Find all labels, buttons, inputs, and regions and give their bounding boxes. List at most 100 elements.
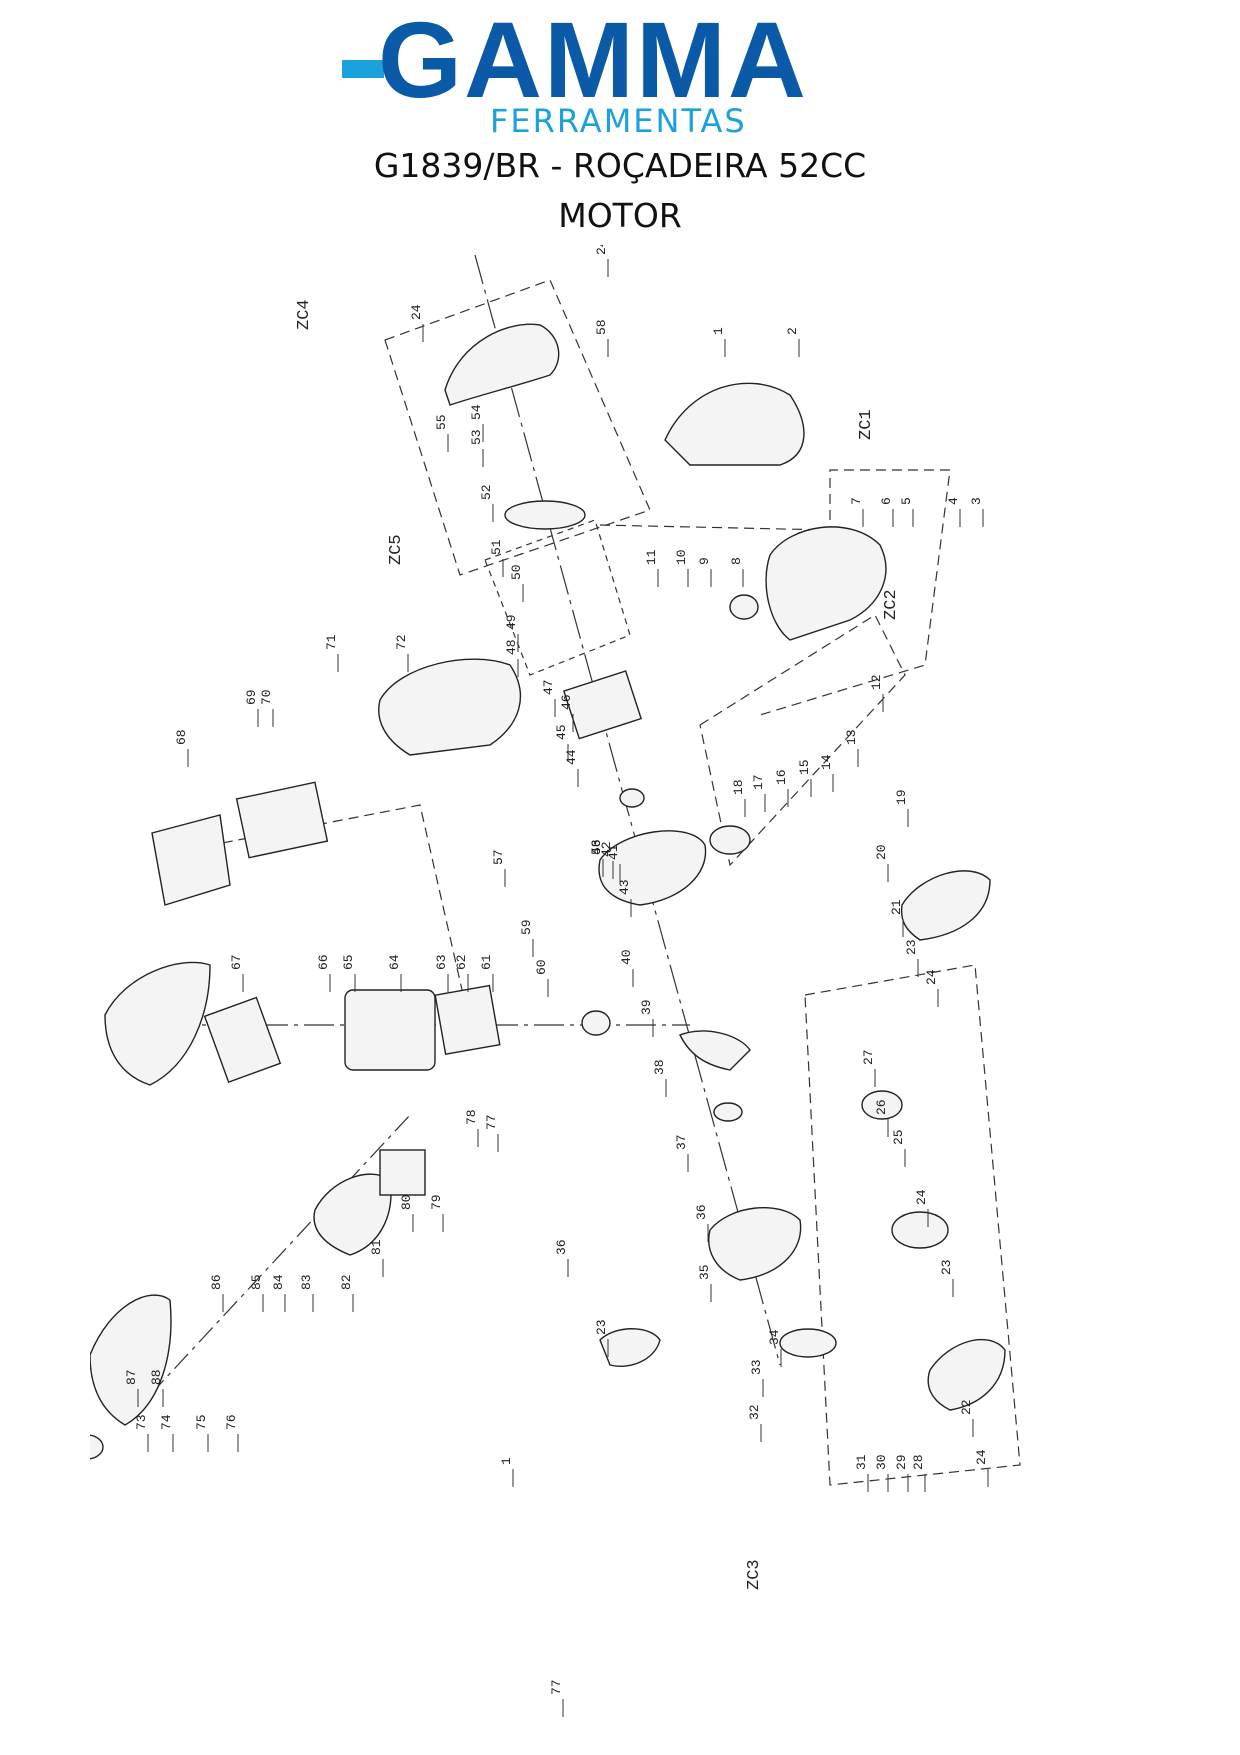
callout-72: 72 — [394, 634, 409, 672]
callout-77: 77 — [549, 1679, 564, 1717]
part-62-piston — [581, 1010, 611, 1036]
callout-number: 51 — [489, 539, 504, 555]
callout-35: 35 — [697, 1264, 712, 1302]
callout-67: 67 — [229, 954, 244, 992]
callout-32: 32 — [747, 1404, 762, 1442]
callout-number: 4 — [946, 497, 961, 505]
part-68-heat-shield — [151, 814, 231, 906]
callout-16: 16 — [774, 769, 789, 807]
callout-number: 47 — [541, 679, 556, 695]
callout-number: 33 — [749, 1359, 764, 1375]
callout-number: 36 — [694, 1204, 709, 1220]
callout-number: 31 — [854, 1454, 869, 1470]
callout-26: 26 — [874, 1099, 889, 1137]
part-89-throttle-handle — [599, 1328, 661, 1367]
callout-28: 28 — [911, 1454, 926, 1492]
callout-number: 2 — [785, 327, 800, 335]
zone-label-zc4: ZC4 — [295, 299, 314, 330]
callout-number: 43 — [617, 879, 632, 895]
callout-number: 6 — [879, 497, 894, 505]
part-35-flywheel — [779, 1328, 837, 1358]
part-44-crankcase — [598, 830, 707, 906]
header: GAMMA FERRAMENTAS G1839/BR - ROÇADEIRA 5… — [0, 0, 1240, 250]
part-19-recoil — [709, 825, 751, 855]
callout-number: 7 — [849, 497, 864, 505]
callout-57: 57 — [491, 849, 506, 887]
brand-tagline: FERRAMENTAS — [490, 102, 747, 140]
callout-70: 70 — [259, 689, 274, 727]
callout-23: 23 — [594, 1319, 609, 1357]
logo-accent-bar — [342, 60, 384, 78]
callout-number: 67 — [229, 954, 244, 970]
callout-8: 8 — [729, 557, 744, 587]
part-67-muffler — [203, 996, 282, 1084]
callout-5: 5 — [899, 497, 914, 527]
callout-number: 53 — [469, 429, 484, 445]
callout-number: 65 — [341, 954, 356, 970]
callout-85: 85 — [249, 1274, 264, 1312]
callout-number: 78 — [464, 1109, 479, 1125]
callout-number: 70 — [259, 689, 274, 705]
callout-36: 36 — [694, 1204, 709, 1242]
callout-number: 81 — [369, 1239, 384, 1255]
part-40-bearing — [713, 1102, 743, 1122]
callout-58: 58 — [594, 319, 609, 357]
callout-24: 24 — [409, 304, 424, 342]
callout-number: 44 — [564, 749, 579, 765]
callout-number: 55 — [434, 414, 449, 430]
callout-80: 80 — [399, 1194, 414, 1232]
callout-number: 69 — [244, 689, 259, 705]
callout-40: 40 — [619, 949, 634, 987]
callout-77: 77 — [484, 1114, 499, 1152]
callout-number: 37 — [674, 1134, 689, 1150]
callout-number: 80 — [399, 1194, 414, 1210]
part-8-fuel-cap — [729, 594, 759, 620]
callout-number: 27 — [861, 1049, 876, 1065]
callout-46: 46 — [559, 694, 574, 732]
callout-number: 86 — [209, 1274, 224, 1290]
callout-number: 54 — [469, 404, 484, 420]
callout-number: 72 — [394, 634, 409, 650]
callout-84: 84 — [271, 1274, 286, 1312]
callout-1: 1 — [711, 327, 726, 357]
callout-39: 39 — [639, 999, 654, 1037]
callout-61: 61 — [479, 954, 494, 992]
callout-30: 30 — [874, 1454, 889, 1492]
callout-65: 65 — [341, 954, 356, 992]
callout-15: 15 — [797, 759, 812, 797]
callout-number: 52 — [479, 484, 494, 500]
callout-47: 47 — [541, 679, 556, 717]
callout-43: 43 — [617, 879, 632, 917]
callout-44: 44 — [564, 749, 579, 787]
callout-7: 7 — [849, 497, 864, 527]
callout-50: 50 — [509, 564, 524, 602]
callout-22: 22 — [959, 1399, 974, 1437]
callout-number: 43 — [589, 839, 604, 855]
callout-number: 59 — [519, 919, 534, 935]
brand-name: GAMMA — [378, 0, 808, 120]
callout-number: 30 — [874, 1454, 889, 1470]
callout-number: 48 — [504, 639, 519, 655]
callout-number: 13 — [844, 729, 859, 745]
callout-number: 71 — [324, 634, 339, 650]
callout-number: 77 — [549, 1679, 564, 1695]
callout-76: 76 — [224, 1414, 239, 1452]
callout-9: 9 — [697, 557, 712, 587]
callout-number: 74 — [159, 1414, 174, 1430]
callout-23: 23 — [939, 1259, 954, 1297]
callout-number: 49 — [504, 614, 519, 630]
callout-number: 42 — [599, 841, 614, 857]
callout-number: 73 — [134, 1414, 149, 1430]
part-80-filter-housing — [313, 1173, 392, 1256]
callout-number: 18 — [731, 779, 746, 795]
callout-number: 83 — [299, 1274, 314, 1290]
callout-62: 62 — [454, 954, 469, 992]
zone-box-zc4 — [384, 279, 651, 576]
callout-number: 24 — [974, 1449, 989, 1465]
callout-71: 71 — [324, 634, 339, 672]
callout-number: 32 — [747, 1404, 762, 1420]
part-27-starter-pulley — [891, 1211, 949, 1249]
callout-number: 29 — [894, 1454, 909, 1470]
callout-18: 18 — [731, 779, 746, 817]
callout-number: 1 — [499, 1457, 514, 1465]
